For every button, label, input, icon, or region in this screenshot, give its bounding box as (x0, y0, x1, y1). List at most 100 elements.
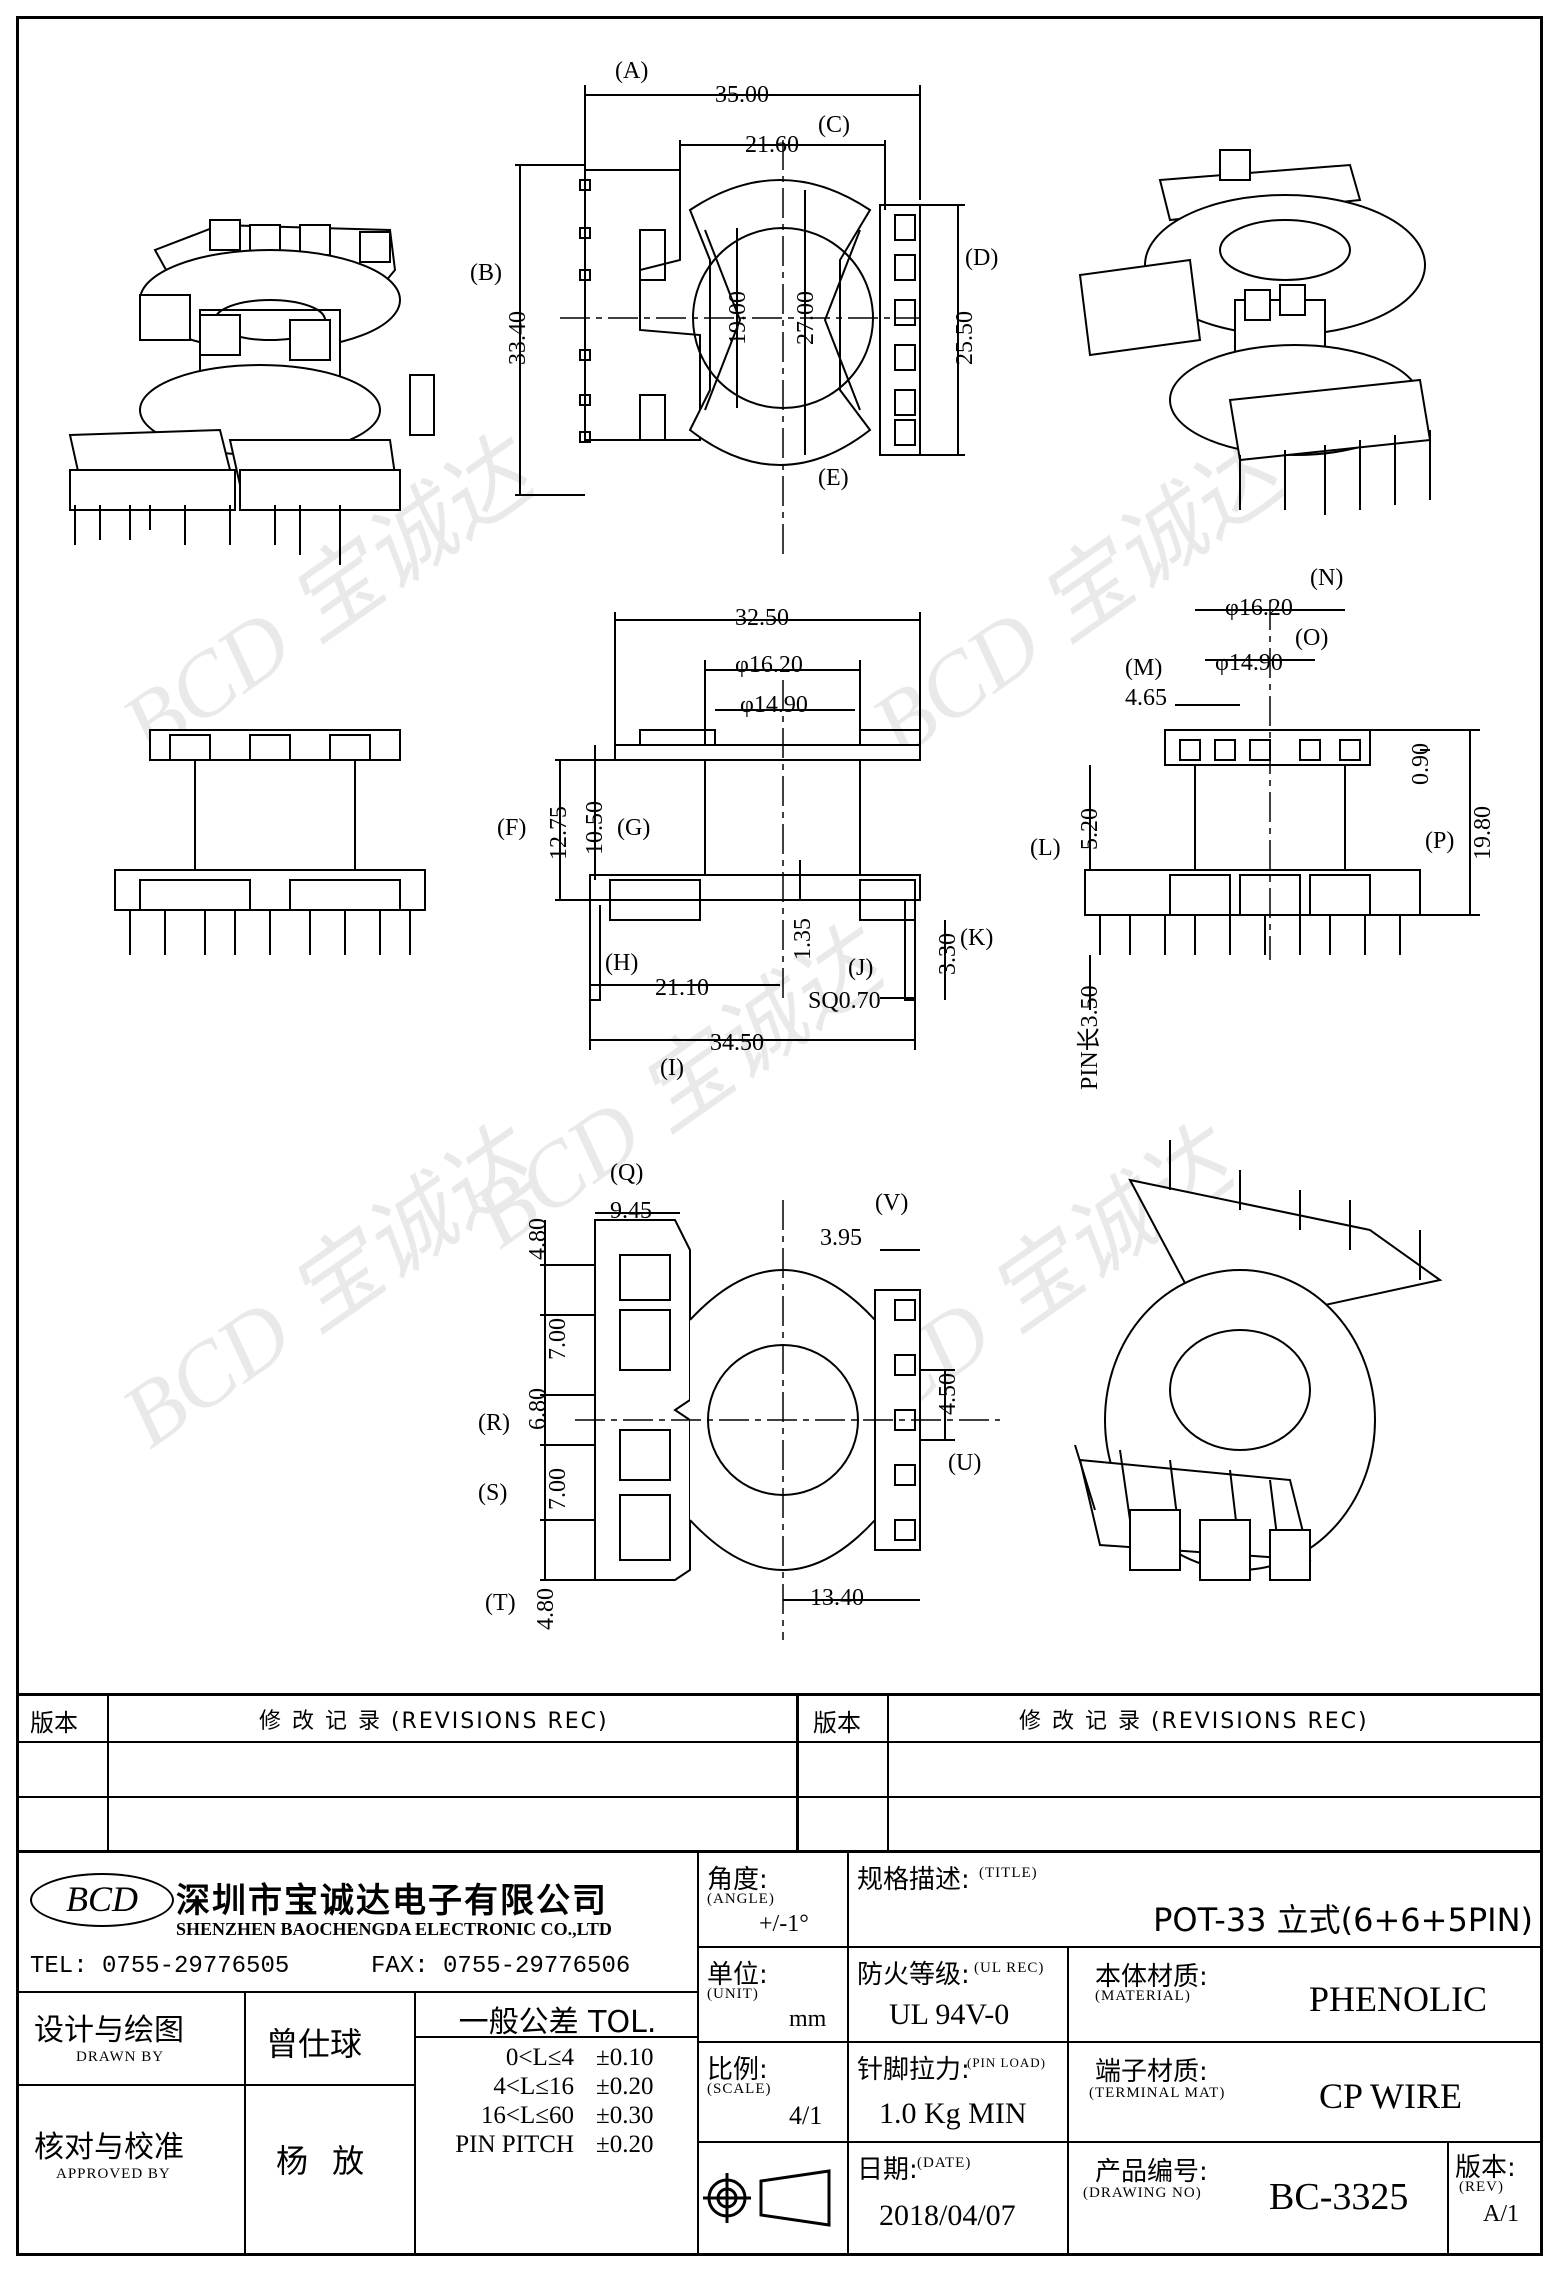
svg-text:7.00: 7.00 (545, 1318, 571, 1360)
top-view-center: (A) 35.00 (C) 21.60 (B) 33.40 (D) 25.50 … (470, 58, 998, 560)
svg-text:(V): (V) (875, 1190, 908, 1216)
svg-text:(R): (R) (478, 1410, 510, 1436)
revision-row-cell (16, 1743, 109, 1798)
svg-text:12.75: 12.75 (546, 806, 572, 860)
svg-text:PIN长3.50: PIN长3.50 (1076, 985, 1103, 1090)
iso-view-bottom-right (1074, 1140, 1443, 1581)
tolerance-title: 一般公差 TOL. (416, 1993, 699, 2040)
revision-row-cell (109, 1798, 799, 1853)
revision-row-cell (799, 1743, 889, 1798)
svg-text:25.50: 25.50 (952, 311, 978, 365)
svg-text:(A): (A) (615, 58, 648, 84)
svg-text:(C): (C) (818, 112, 850, 138)
front-view-center: 32.50 φ16.20 φ14.90 (F) 12.75 10.50 (G) … (497, 605, 993, 1081)
drawn-by-value: 曾仕球 (246, 1993, 416, 2086)
tolerance-ranges: 0<L≤4 4<L≤16 16<L≤60 PIN PITCH (455, 2044, 574, 2158)
company-name-en: SHENZHEN BAOCHENGDA ELECTRONIC CO.,LTD (176, 1919, 612, 1939)
svg-text:(M): (M) (1125, 655, 1162, 681)
company-logo: BCD (30, 1873, 174, 1927)
svg-text:19.00: 19.00 (725, 291, 751, 345)
svg-text:(S): (S) (478, 1480, 507, 1506)
svg-text:4.50: 4.50 (935, 1373, 961, 1415)
svg-text:(F): (F) (497, 815, 526, 841)
svg-text:(T): (T) (485, 1590, 516, 1616)
revision-row-cell (889, 1798, 1543, 1853)
svg-text:(Q): (Q) (610, 1160, 643, 1186)
svg-text:9.45: 9.45 (610, 1198, 652, 1224)
third-angle-projection-icon (703, 2169, 831, 2227)
drawn-by-label: 设计与绘图 DRAWN BY (16, 1993, 246, 2086)
revision-cell: 版本: (REV) A/1 (1455, 2153, 1519, 2227)
svg-text:7.00: 7.00 (545, 1468, 571, 1510)
material-cell: 本体材质: (MATERIAL) PHENOLIC (1069, 1948, 1543, 2043)
iso-view-top-left (68, 219, 435, 565)
projection-symbol-cell (699, 2143, 849, 2256)
svg-text:(P): (P) (1425, 828, 1454, 854)
svg-text:4.80: 4.80 (533, 1588, 559, 1630)
svg-text:21.60: 21.60 (745, 132, 799, 158)
terminal-cell: 端子材质: (TERMINAL MAT) CP WIRE (1069, 2043, 1543, 2143)
revision-label-right: 版本 (799, 1693, 889, 1743)
company-block: BCD 深圳市宝诚达电子有限公司 SHENZHEN BAOCHENGDA ELE… (16, 1853, 699, 1993)
svg-text:(J): (J) (848, 955, 873, 981)
svg-text:19.80: 19.80 (1470, 806, 1496, 860)
svg-text:10.50: 10.50 (582, 801, 608, 855)
company-name-cn: 深圳市宝诚达电子有限公司 (176, 1881, 608, 1921)
drawing-frame (16, 16, 1543, 2256)
svg-text:(H): (H) (605, 950, 638, 976)
ul-cell: 防火等级: (UL REC) UL 94V-0 (849, 1948, 1069, 2043)
svg-text:(E): (E) (818, 465, 849, 491)
technical-drawing: BCD 宝诚达 BCD 宝诚达 BCD 宝诚达 BCD 宝诚达 BCD 宝诚达 (68, 58, 1496, 1640)
date-cell: 日期: (DATE) 2018/04/07 (849, 2143, 1069, 2256)
tolerance-values: ±0.10 ±0.20 ±0.30 ±0.20 (596, 2044, 654, 2158)
svg-text:φ16.20: φ16.20 (1225, 595, 1293, 621)
title-cell: 规格描述: (TITLE) POT-33 立式(6+6+5PIN) (849, 1853, 1543, 1948)
svg-text:φ16.20: φ16.20 (735, 652, 803, 678)
svg-text:(I): (I) (660, 1055, 684, 1081)
svg-text:3.30: 3.30 (935, 933, 961, 975)
revision-row-cell (109, 1743, 799, 1798)
svg-text:(G): (G) (617, 815, 650, 841)
iso-view-top-right (1078, 149, 1432, 515)
side-view-left (114, 729, 426, 955)
svg-text:33.40: 33.40 (505, 311, 531, 365)
svg-text:6.80: 6.80 (525, 1388, 551, 1430)
svg-text:0.90: 0.90 (1408, 743, 1434, 785)
svg-text:φ14.90: φ14.90 (1215, 650, 1283, 676)
revision-row-cell (16, 1798, 109, 1853)
side-view-right: (N) φ16.20 (O) φ14.90 (M) 4.65 0.90 (L) … (1030, 565, 1496, 1090)
svg-text:35.00: 35.00 (715, 82, 769, 108)
svg-text:(O): (O) (1295, 625, 1328, 651)
svg-text:34.50: 34.50 (710, 1030, 764, 1056)
svg-text:27.00: 27.00 (793, 291, 819, 345)
company-fax: FAX: 0755-29776506 (371, 1953, 631, 1980)
svg-text:SQ0.70: SQ0.70 (808, 988, 881, 1014)
pin-load-cell: 针脚拉力: (PIN LOAD) 1.0 Kg MIN (849, 2043, 1069, 2143)
svg-text:(D): (D) (965, 245, 998, 271)
revision-row-cell (799, 1798, 889, 1853)
revision-row-cell (889, 1743, 1543, 1798)
scale-cell: 比例: (SCALE) 4/1 (699, 2043, 849, 2143)
svg-text:32.50: 32.50 (735, 605, 789, 631)
svg-text:3.95: 3.95 (820, 1225, 862, 1251)
tolerance-block: 一般公差 TOL. 0<L≤4 4<L≤16 16<L≤60 PIN PITCH… (416, 1993, 699, 2256)
svg-text:5.20: 5.20 (1077, 808, 1103, 850)
bottom-view-center: (Q) 9.45 (V) 3.95 4.80 7.00 (R) 6.80 (S)… (478, 1160, 1000, 1640)
svg-text:(B): (B) (470, 260, 502, 286)
svg-text:4.65: 4.65 (1125, 685, 1167, 711)
revision-record-right: 修 改 记 录 (REVISIONS REC) (889, 1693, 1543, 1743)
svg-text:1.35: 1.35 (790, 918, 816, 960)
angle-cell: 角度: (ANGLE) +/-1° (699, 1853, 849, 1948)
svg-text:(L): (L) (1030, 835, 1061, 861)
svg-text:(K): (K) (960, 925, 993, 951)
svg-text:(U): (U) (948, 1450, 981, 1476)
title-block: 版本 修 改 记 录 (REVISIONS REC) 版本 修 改 记 录 (R… (16, 1693, 1543, 2256)
svg-text:4.80: 4.80 (525, 1218, 551, 1260)
unit-cell: 单位: (UNIT) mm (699, 1948, 849, 2043)
approved-by-value: 杨 放 (246, 2086, 416, 2256)
svg-text:φ14.90: φ14.90 (740, 692, 808, 718)
svg-text:(N): (N) (1310, 565, 1343, 591)
svg-text:21.10: 21.10 (655, 975, 709, 1001)
svg-text:13.40: 13.40 (810, 1585, 864, 1611)
company-tel: TEL: 0755-29776505 (30, 1953, 290, 1980)
